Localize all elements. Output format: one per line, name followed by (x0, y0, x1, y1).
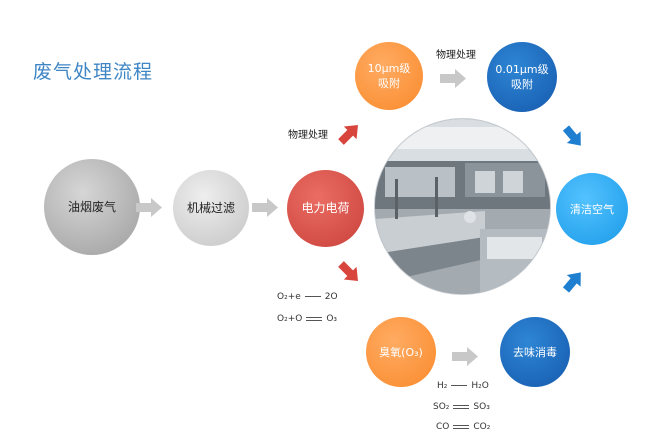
adsorb-001um-circle: 0.01μm级 吸附 (487, 42, 557, 112)
deodorize-circle: 去味消毒 (500, 317, 570, 387)
oil-smoke-label: 油烟废气 (67, 199, 116, 214)
grey-arrow-3 (440, 69, 466, 88)
blue-arrow-up (562, 272, 581, 293)
equation-ozone-2: O₂+O O₃ (277, 314, 337, 324)
adsorb-001um-label: 0.01μm级 吸附 (495, 63, 549, 91)
equation-oxidation-1: H₂ H₂O (437, 381, 489, 391)
equation-ozone-1: O₂+e 2O (277, 292, 338, 302)
adsorb-10um-label: 10μm级 吸附 (367, 62, 411, 90)
red-arrow-down (338, 261, 358, 281)
equation-oxidation-3: CO CO₂ (436, 422, 490, 432)
single-line-symbol (451, 385, 468, 386)
deodorize-label: 去味消毒 (513, 345, 557, 359)
eq-ox-3-left: CO (436, 422, 450, 432)
eq-ox-2-left: SO₂ (433, 402, 450, 412)
clean-air-label: 清洁空气 (570, 202, 614, 216)
single-line-symbol (304, 296, 321, 297)
grey-arrow-4 (452, 347, 478, 366)
clean-air-circle: 清洁空气 (556, 173, 628, 245)
page-title: 废气处理流程 (33, 61, 154, 83)
double-line-symbol (453, 404, 470, 409)
grey-arrow-2 (252, 198, 278, 217)
eq-ozone-2-right: O₃ (326, 314, 338, 324)
eq-ox-1-left: H₂ (437, 381, 448, 391)
mechanical-filter-label: 机械过滤 (186, 200, 235, 215)
ozone-circle: 臭氧(O₃) (366, 317, 436, 387)
eq-ozone-2-left: O₂+O (277, 314, 303, 324)
physical-process-label-left: 物理处理 (288, 130, 328, 141)
double-line-symbol (453, 424, 470, 429)
eq-ox-3-right: CO₂ (473, 422, 491, 432)
adsorb-10um-circle: 10μm级 吸附 (355, 42, 423, 110)
mechanical-filter-circle: 机械过滤 (173, 170, 249, 246)
blue-arrow-down (562, 125, 581, 146)
grey-arrow-1 (136, 198, 162, 217)
equation-oxidation-2: SO₂ SO₃ (433, 402, 490, 412)
red-arrow-up (338, 125, 358, 145)
ozone-label: 臭氧(O₃) (379, 345, 423, 359)
electric-charge-label: 电力电荷 (301, 201, 350, 215)
oil-smoke-circle: 油烟废气 (44, 159, 140, 255)
double-line-symbol (306, 316, 323, 321)
eq-ozone-1-right: 2O (324, 292, 338, 302)
eq-ozone-1-left: O₂+e (277, 292, 301, 302)
eq-ox-1-right: H₂O (471, 381, 489, 391)
electric-charge-circle: 电力电荷 (287, 170, 364, 247)
physical-process-label-top: 物理处理 (436, 50, 476, 61)
eq-ox-2-right: SO₃ (473, 402, 490, 412)
